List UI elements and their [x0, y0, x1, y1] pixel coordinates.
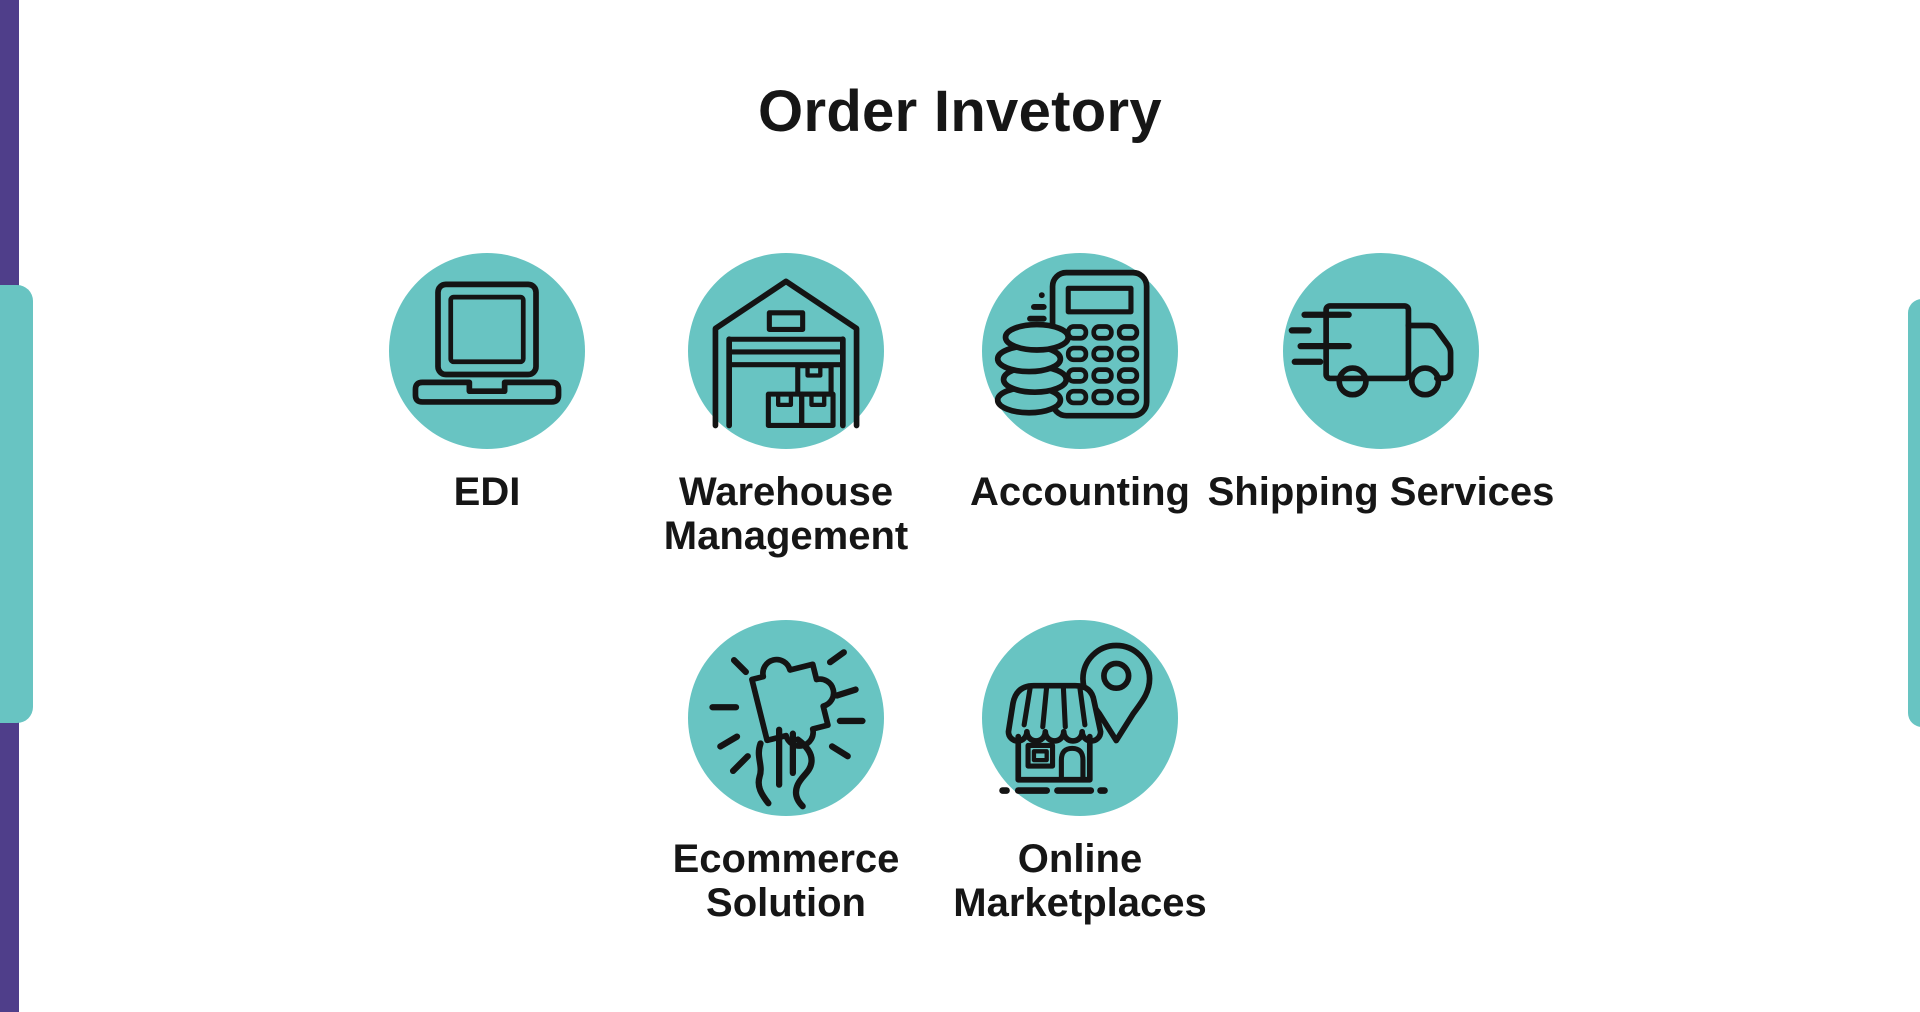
left-teal-tab	[0, 285, 33, 723]
diagram-item-accounting: Accounting	[880, 253, 1280, 514]
icon-circle	[389, 253, 585, 449]
diagram-item-shipping-services: Shipping Services	[1181, 253, 1581, 514]
icon-circle	[688, 620, 884, 816]
icon-circle	[982, 620, 1178, 816]
item-label: Shipping Services	[1207, 470, 1555, 514]
laptop-icon	[412, 281, 562, 405]
item-label: Warehouse Management	[663, 470, 909, 558]
puzzle-in-hand-icon	[709, 649, 866, 810]
right-teal-tab	[1908, 299, 1920, 727]
delivery-truck-icon	[1288, 303, 1454, 398]
calculator-coins-icon	[994, 269, 1150, 419]
diagram-item-edi: EDI	[287, 253, 687, 514]
icon-circle	[688, 253, 884, 449]
warehouse-icon	[712, 278, 860, 429]
diagram-item-ecommerce-solution: Ecommerce Solution	[586, 620, 986, 925]
storefront-location-pin-icon	[999, 642, 1153, 794]
icon-circle	[982, 253, 1178, 449]
diagram-item-online-marketplaces: Online Marketplaces	[880, 620, 1280, 925]
diagram-item-warehouse-management: Warehouse Management	[586, 253, 986, 558]
item-label: EDI	[453, 470, 521, 514]
item-label: Ecommerce Solution	[672, 837, 900, 925]
page-title: Order Invetory	[758, 79, 1162, 144]
item-label: Accounting	[970, 470, 1190, 514]
item-label: Online Marketplaces	[953, 837, 1207, 925]
icon-circle	[1283, 253, 1479, 449]
